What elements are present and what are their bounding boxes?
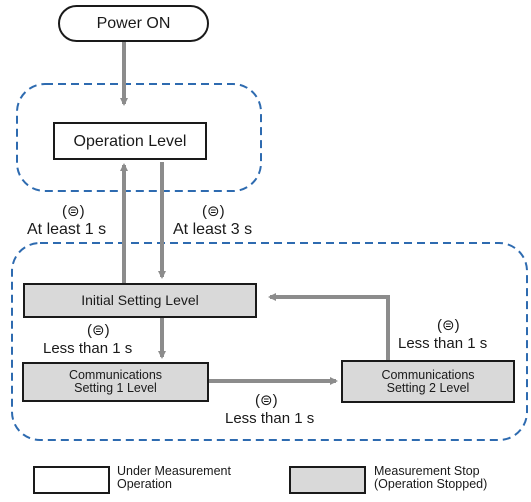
operation-level-node: Operation Level	[53, 122, 207, 160]
key-icon: (⊜)	[255, 392, 278, 409]
comm1-label-line2: Setting 1 Level	[74, 381, 157, 395]
label-initial-to-op: At least 1 s	[27, 221, 107, 238]
operation-region	[16, 83, 262, 192]
settings-region	[11, 242, 528, 441]
comm-setting-1-node: Communications Setting 1 Level	[22, 362, 209, 402]
legend-label-measurement-stop: Measurement Stop (Operation Stopped)	[374, 464, 488, 491]
comm-setting-2-node: Communications Setting 2 Level	[341, 360, 515, 403]
label-op-to-initial: At least 3 s	[173, 221, 253, 238]
label-comm1-to-comm2: Less than 1 s	[225, 410, 315, 427]
key-icon: (⊜)	[62, 203, 85, 220]
initial-setting-level-label: Initial Setting Level	[81, 292, 199, 308]
key-icon: (⊜)	[202, 203, 225, 220]
legend-swatch-measurement-stop	[289, 466, 366, 494]
key-icon: (⊜)	[437, 317, 460, 334]
label-initial-to-comm1: Less than 1 s	[43, 340, 133, 357]
comm1-label-line1: Communications	[68, 368, 163, 382]
operation-level-label: Operation Level	[73, 132, 187, 150]
comm2-label-line2: Setting 2 Level	[386, 380, 470, 395]
comm2-label-line1: Communications	[381, 367, 475, 382]
initial-setting-level-node: Initial Setting Level	[23, 283, 257, 318]
arrow-comm2-to-initial	[268, 293, 390, 360]
power-on-node: Power ON	[58, 5, 209, 42]
legend-label-under-measurement: Under Measurement Operation	[117, 464, 231, 491]
legend-swatch-under-measurement	[33, 466, 110, 494]
power-on-label: Power ON	[96, 15, 171, 32]
key-icon: (⊜)	[87, 322, 110, 339]
label-comm2-to-initial: Less than 1 s	[398, 335, 488, 352]
